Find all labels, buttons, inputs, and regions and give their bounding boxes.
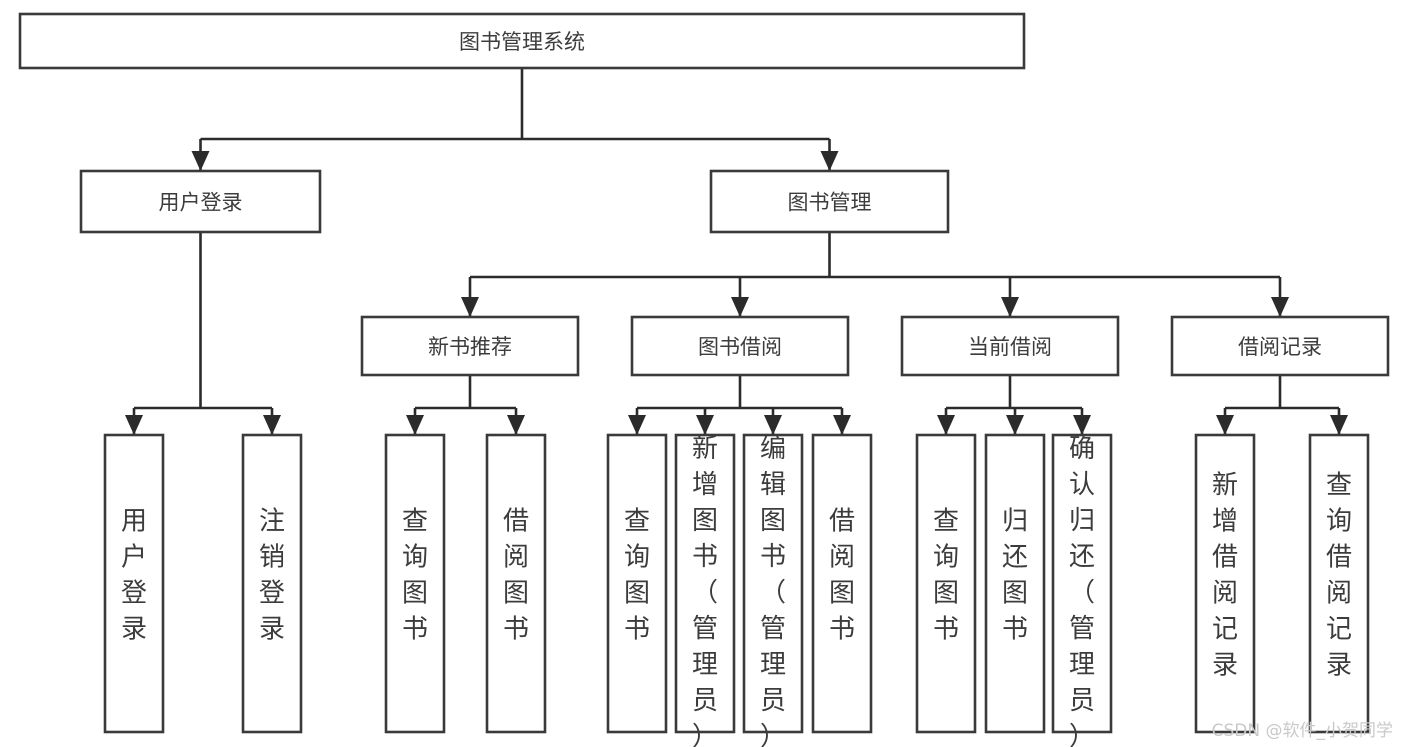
node-leaf-borrow-book-label: 借阅图书: [829, 507, 855, 645]
arrow-head-icon: [507, 415, 525, 435]
node-leaf-add-record-label: 新增借阅记录: [1212, 471, 1238, 681]
node-user-login-box[interactable]: [79, 169, 322, 234]
arrow-head-icon: [1330, 415, 1348, 435]
node-book-borrow-label: 图书借阅: [698, 335, 782, 359]
arrow-head-icon: [191, 151, 210, 171]
node-leaf-return-book-label: 归还图书: [1002, 507, 1028, 645]
arrow-head-icon: [461, 297, 479, 317]
node-leaf-user-login-box[interactable]: [103, 433, 165, 734]
node-leaf-query-book-rec[interactable]: 查询图书: [384, 433, 446, 734]
node-leaf-add-book[interactable]: 新增图书（管理员）: [674, 433, 736, 747]
node-leaf-query-book-borrow-box[interactable]: [606, 433, 668, 734]
node-leaf-borrow-book[interactable]: 借阅图书: [811, 433, 873, 734]
node-new-book-rec-label: 新书推荐: [428, 335, 512, 359]
node-current-borrow-label: 当前借阅: [968, 335, 1052, 359]
node-leaf-user-logout-label: 注销登录: [259, 507, 285, 645]
node-leaf-query-record[interactable]: 查询借阅记录: [1308, 433, 1370, 734]
node-layer: 图书管理系统用户登录图书管理新书推荐图书借阅当前借阅借阅记录用户登录注销登录查询…: [18, 12, 1390, 747]
arrow-head-icon: [1006, 415, 1024, 435]
arrow-head-icon: [937, 415, 955, 435]
node-leaf-user-logout[interactable]: 注销登录: [241, 433, 303, 734]
node-leaf-user-login[interactable]: 用户登录: [103, 433, 165, 734]
node-leaf-confirm-return[interactable]: 确认归还（管理员）: [1051, 433, 1113, 747]
node-book-borrow[interactable]: 图书借阅: [630, 315, 850, 377]
connector-layer: [125, 68, 1348, 435]
arrow-head-icon: [1073, 415, 1091, 435]
node-user-login[interactable]: 用户登录: [79, 169, 322, 234]
node-new-book-rec-box[interactable]: [360, 315, 580, 377]
arrow-head-icon: [820, 151, 839, 171]
arrow-head-icon: [696, 415, 714, 435]
node-leaf-edit-book-label: 编辑图书（管理员）: [760, 434, 786, 747]
node-borrow-record-box[interactable]: [1170, 315, 1390, 377]
node-leaf-query-book-rec-box[interactable]: [384, 433, 446, 734]
node-leaf-query-record-box[interactable]: [1308, 433, 1370, 734]
arrow-head-icon: [406, 415, 424, 435]
node-leaf-borrow-book-rec-label: 借阅图书: [503, 507, 529, 645]
node-leaf-add-book-box[interactable]: [674, 433, 736, 734]
node-new-book-rec[interactable]: 新书推荐: [360, 315, 580, 377]
node-borrow-record-label: 借阅记录: [1238, 335, 1322, 359]
node-leaf-query-book-borrow-label: 查询图书: [624, 507, 650, 645]
arrow-head-icon: [1216, 415, 1234, 435]
node-leaf-add-book-label: 新增图书（管理员）: [692, 434, 718, 747]
node-leaf-return-book[interactable]: 归还图书: [984, 433, 1046, 734]
node-leaf-query-book-current-box[interactable]: [915, 433, 977, 734]
node-book-manage[interactable]: 图书管理: [709, 169, 950, 234]
node-current-borrow-box[interactable]: [900, 315, 1120, 377]
node-leaf-borrow-book-rec-box[interactable]: [485, 433, 547, 734]
node-book-borrow-box[interactable]: [630, 315, 850, 377]
arrow-head-icon: [125, 415, 143, 435]
node-leaf-confirm-return-box[interactable]: [1051, 433, 1113, 734]
node-root-system-box[interactable]: [18, 12, 1026, 70]
node-leaf-edit-book-box[interactable]: [742, 433, 804, 734]
node-leaf-add-record-box[interactable]: [1194, 433, 1256, 734]
node-leaf-return-book-box[interactable]: [984, 433, 1046, 734]
arrow-head-icon: [263, 415, 281, 435]
node-root-system[interactable]: 图书管理系统: [18, 12, 1026, 70]
arrow-head-icon: [628, 415, 646, 435]
arrow-head-icon: [1001, 297, 1019, 317]
node-leaf-borrow-book-box[interactable]: [811, 433, 873, 734]
node-leaf-query-record-label: 查询借阅记录: [1326, 471, 1352, 681]
node-leaf-edit-book[interactable]: 编辑图书（管理员）: [742, 433, 804, 747]
node-current-borrow[interactable]: 当前借阅: [900, 315, 1120, 377]
arrow-head-icon: [833, 415, 851, 435]
node-leaf-add-record[interactable]: 新增借阅记录: [1194, 433, 1256, 734]
node-book-manage-label: 图书管理: [788, 191, 872, 215]
node-leaf-user-logout-box[interactable]: [241, 433, 303, 734]
node-root-system-label: 图书管理系统: [459, 30, 585, 54]
node-leaf-confirm-return-label: 确认归还（管理员）: [1069, 434, 1095, 747]
node-user-login-label: 用户登录: [159, 191, 243, 215]
node-borrow-record[interactable]: 借阅记录: [1170, 315, 1390, 377]
node-leaf-borrow-book-rec[interactable]: 借阅图书: [485, 433, 547, 734]
arrow-head-icon: [731, 297, 749, 317]
node-leaf-user-login-label: 用户登录: [121, 507, 147, 645]
node-leaf-query-book-rec-label: 查询图书: [402, 507, 428, 645]
arrow-head-icon: [1271, 297, 1289, 317]
node-leaf-query-book-current-label: 查询图书: [933, 507, 959, 645]
node-leaf-query-book-borrow[interactable]: 查询图书: [606, 433, 668, 734]
node-book-manage-box[interactable]: [709, 169, 950, 234]
arrow-head-icon: [764, 415, 782, 435]
node-leaf-query-book-current[interactable]: 查询图书: [915, 433, 977, 734]
